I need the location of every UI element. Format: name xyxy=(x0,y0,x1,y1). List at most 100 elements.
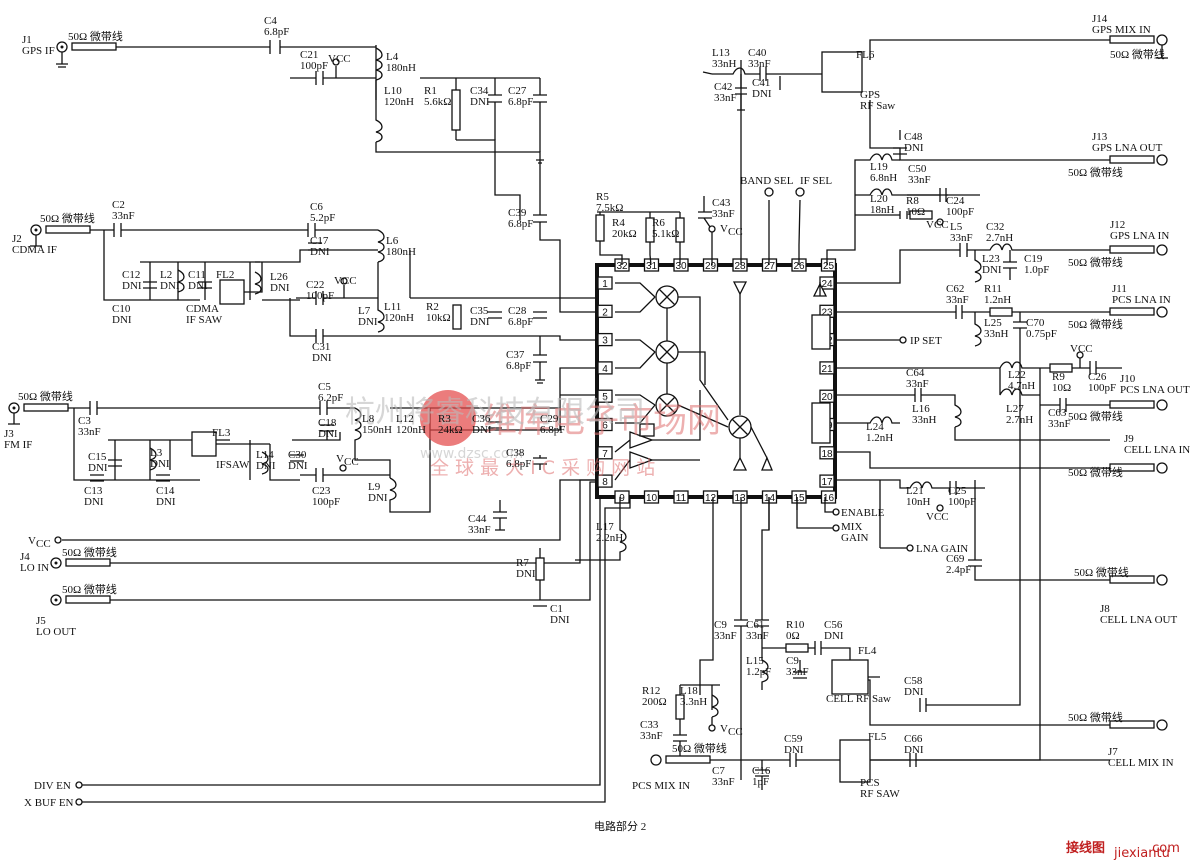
ic-pin-27: 27 xyxy=(764,261,776,272)
resistor-r2 xyxy=(452,304,462,330)
label-vcc-fm: V xyxy=(336,453,344,465)
label-pcs-mix-in: PCS MIX IN xyxy=(632,780,690,792)
connector-j10 xyxy=(1156,399,1168,411)
mix-gain-terminal[interactable] xyxy=(832,524,840,532)
mixer-lo xyxy=(728,415,752,439)
ic-pin-24: 24 xyxy=(821,279,833,290)
band-sel-terminal[interactable] xyxy=(764,187,774,197)
vcc-terminal-1 xyxy=(332,58,340,66)
ic-pin-6: 6 xyxy=(602,421,608,432)
label-ms-11: 50Ω 微带线 xyxy=(1068,465,1123,479)
cap-c18 xyxy=(320,424,334,440)
label-xbuf-en: X BUF EN xyxy=(24,797,74,809)
connector-j7 xyxy=(1156,719,1168,731)
ic-pin-25: 25 xyxy=(823,261,835,272)
footer-url: jiexiantu xyxy=(1113,846,1170,861)
label-fl2: FL2 xyxy=(216,269,234,281)
ic-pin-13: 13 xyxy=(734,493,746,504)
if-sel-terminal[interactable] xyxy=(795,187,805,197)
ic-pin-10: 10 xyxy=(646,493,658,504)
label-vcc-1: VCC xyxy=(328,53,351,65)
ic-pin-13-box xyxy=(732,490,748,504)
ic-pin-26: 26 xyxy=(793,261,805,272)
saw-filter-fl3 xyxy=(191,431,217,457)
cap-c30 xyxy=(290,454,304,462)
lna-gain-terminal[interactable] xyxy=(906,544,914,552)
label-vcc-fm-sub: CC xyxy=(344,456,359,468)
ip-set-terminal[interactable] xyxy=(899,336,907,344)
cap-c38 xyxy=(533,455,547,470)
ic-pin-3: 3 xyxy=(602,336,608,347)
microstrip-j13 xyxy=(1109,155,1155,164)
connector-pcs-mix-in xyxy=(650,754,662,766)
divider-block xyxy=(639,423,655,437)
label-ip-set: IP SET xyxy=(910,335,942,347)
connector-j5 xyxy=(50,594,111,606)
connector-j2 xyxy=(30,224,91,247)
label-ms-4: 50Ω 微带线 xyxy=(62,545,117,559)
label-band-sel: BAND SEL xyxy=(740,175,794,187)
label-vcc-top-sub: CC xyxy=(728,226,743,238)
xbuf-en-terminal[interactable] xyxy=(75,798,83,806)
label-enable: ENABLE xyxy=(841,507,885,519)
cap-c17 xyxy=(308,242,322,251)
label-ms-8: 50Ω 微带线 xyxy=(1068,255,1123,269)
ic-pin-29: 29 xyxy=(705,261,717,272)
ic-pin-16: 16 xyxy=(823,493,835,504)
label-ms-12: 50Ω 微带线 xyxy=(1074,565,1129,579)
label-cell-saw: CELL RF Saw xyxy=(826,693,891,705)
resistor-r11 xyxy=(989,307,1013,317)
ic-pin-17-box xyxy=(819,474,835,488)
inductor-l3 xyxy=(149,447,157,471)
ic-pin-28: 28 xyxy=(734,261,746,272)
connector-j8 xyxy=(1156,574,1168,586)
label-ifsaw: IFSAW xyxy=(216,459,250,471)
microstrip-j11 xyxy=(1109,307,1155,316)
ic-pin-11-box xyxy=(673,490,689,504)
ic-pin-5: 5 xyxy=(602,392,608,403)
ic-pin-32: 32 xyxy=(616,261,628,272)
vcc-terminal-3 xyxy=(339,464,347,472)
cap-c34 xyxy=(488,78,502,140)
label-vcc-2: VCC xyxy=(334,275,357,287)
ic-pin-6-box xyxy=(597,417,613,432)
label-lna-gain: LNA GAIN xyxy=(916,543,968,555)
ic-pin-11: 11 xyxy=(676,493,687,504)
label-fl6: FL6 xyxy=(856,49,875,61)
watermark-company: 杭州将睿科技有限公司 xyxy=(345,395,645,430)
ic-pin-18-box xyxy=(819,446,835,460)
resistor-r5 xyxy=(595,214,605,242)
div-en-terminal[interactable] xyxy=(75,781,83,789)
label-vcc-main: V xyxy=(28,535,36,547)
cap-c14 xyxy=(156,474,170,482)
